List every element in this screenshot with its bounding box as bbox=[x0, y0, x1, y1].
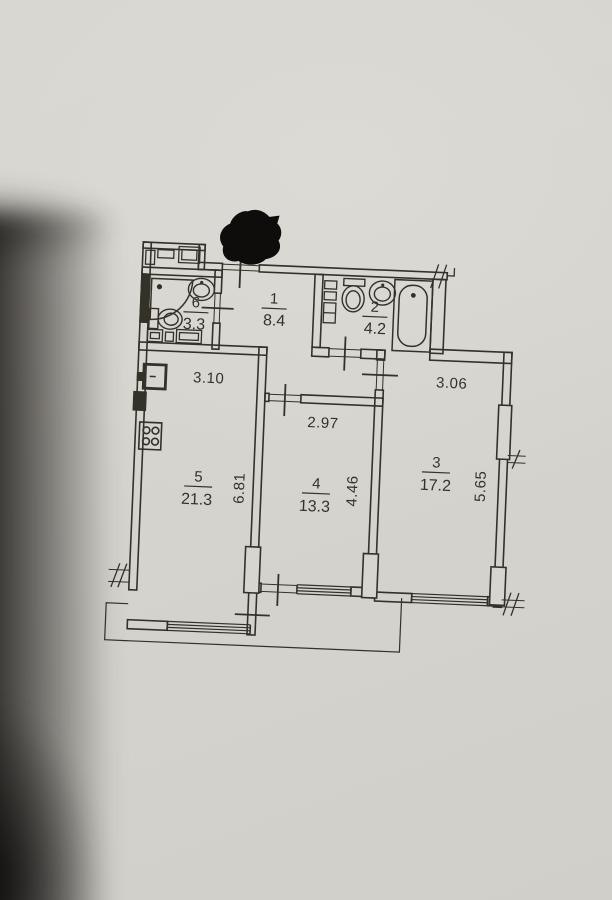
door-room-3 bbox=[361, 359, 398, 391]
svg-text:2: 2 bbox=[370, 299, 379, 316]
neighbor-wall-stub bbox=[507, 449, 526, 469]
room-6-label: 6 3.3 bbox=[182, 294, 209, 334]
toilet-room6-icon bbox=[147, 307, 183, 330]
photo-shadow-corner bbox=[0, 700, 104, 900]
svg-text:5: 5 bbox=[194, 468, 203, 485]
room-3-label: 3 17.2 bbox=[419, 454, 451, 495]
svg-text:6: 6 bbox=[191, 294, 200, 311]
dim-room3-depth: 5.65 bbox=[472, 470, 490, 502]
dim-room4-width: 2.97 bbox=[307, 414, 339, 432]
door-room-4 bbox=[268, 384, 302, 417]
svg-text:13.3: 13.3 bbox=[298, 498, 330, 516]
wardrobe-icon bbox=[144, 245, 201, 266]
balcony-door-room-4 bbox=[260, 573, 298, 606]
room-1-label: 1 8.4 bbox=[261, 290, 287, 330]
photo-shadow-sliver bbox=[0, 180, 120, 270]
room-5-label: 5 21.3 bbox=[181, 468, 213, 509]
svg-text:17.2: 17.2 bbox=[419, 477, 451, 495]
door-room-6 bbox=[201, 293, 234, 324]
window-room-5 bbox=[166, 620, 252, 635]
svg-text:21.3: 21.3 bbox=[181, 491, 213, 509]
dim-room5-width: 3.10 bbox=[193, 369, 225, 387]
door-room-2 bbox=[328, 336, 362, 371]
dim-room4-depth: 4.46 bbox=[343, 475, 361, 507]
svg-text:4: 4 bbox=[312, 475, 321, 492]
svg-text:3: 3 bbox=[432, 454, 441, 471]
bathtub-icon bbox=[391, 278, 434, 353]
svg-text:3.3: 3.3 bbox=[182, 316, 205, 334]
svg-text:1: 1 bbox=[270, 290, 279, 307]
washbasin-room6-icon bbox=[187, 277, 216, 302]
stove-icon bbox=[137, 421, 163, 451]
washbasin-room2-icon bbox=[368, 280, 397, 306]
window-room-4 bbox=[295, 584, 352, 597]
toilet-room2-icon bbox=[341, 277, 366, 313]
svg-text:8.4: 8.4 bbox=[263, 312, 286, 330]
ink-blot bbox=[220, 209, 282, 265]
dim-room5-depth: 6.81 bbox=[230, 472, 248, 504]
corner-shower-icon bbox=[149, 277, 194, 321]
kitchen-sink-icon bbox=[136, 362, 168, 391]
room-2-label: 2 4.2 bbox=[362, 299, 388, 338]
wall-piers bbox=[242, 404, 513, 607]
washing-machine-icon bbox=[146, 328, 203, 345]
wall-break-bottom-right bbox=[501, 592, 525, 616]
opening-room-5-tick bbox=[234, 613, 270, 617]
shelf-niche-icon bbox=[322, 279, 338, 324]
dim-room3-width: 3.06 bbox=[436, 374, 468, 392]
walls bbox=[126, 241, 513, 636]
room-4-label: 4 13.3 bbox=[298, 475, 330, 516]
svg-text:4.2: 4.2 bbox=[363, 320, 386, 338]
wall-break-top-right bbox=[430, 264, 456, 289]
window-room-3 bbox=[410, 592, 489, 607]
